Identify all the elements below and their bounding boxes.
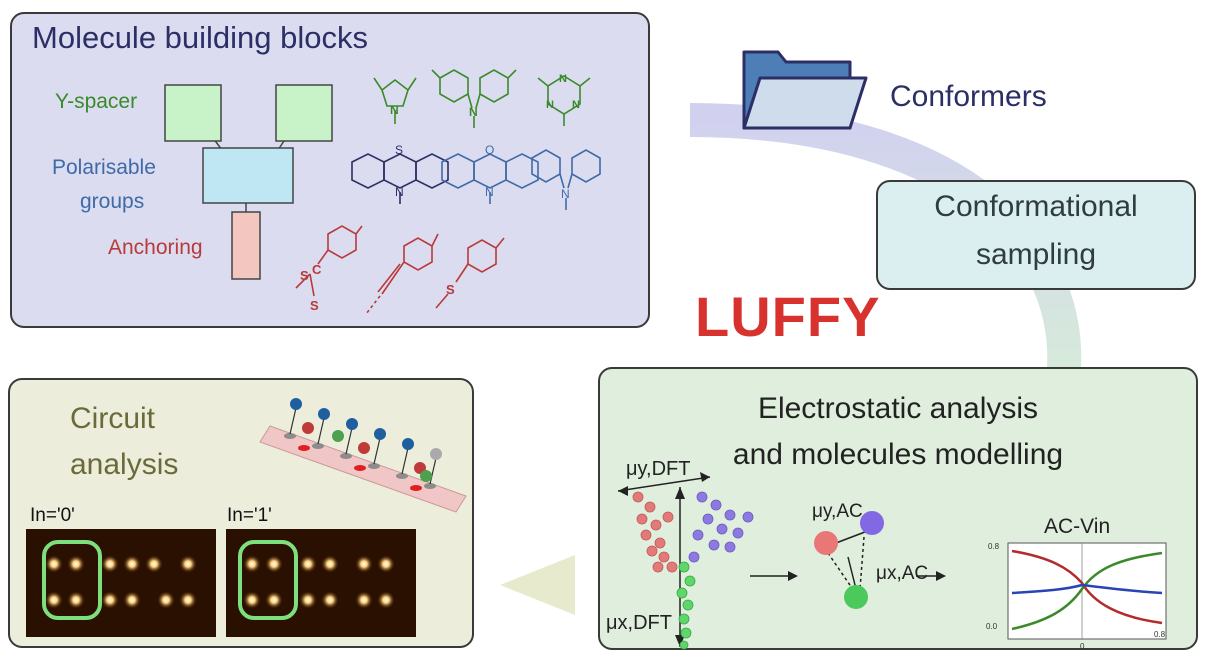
mu-y-ac-label: μy,AC (812, 501, 863, 522)
circuit-3d-sketch (259, 398, 467, 513)
carbazole-molecule-green (431, 69, 517, 128)
image-in-1 (226, 529, 416, 637)
atom-c-1: C (312, 262, 322, 277)
atom-n-5: N (572, 99, 580, 111)
mu-x-ac-label: μx,AC (876, 563, 928, 584)
circuit-title-2: analysis (70, 448, 179, 481)
luffy-title: LUFFY (695, 285, 881, 348)
green-curve (1011, 551, 1163, 631)
triazine-molecule (537, 75, 591, 126)
blue-curve (1011, 583, 1163, 595)
y-spacer-block-left (164, 84, 222, 142)
electrostatic-title-1: Electrostatic analysis (757, 392, 1039, 425)
y-spacer-label: Y-spacer (55, 90, 138, 113)
red-curve (1011, 549, 1163, 625)
conformational-label-2: sampling (975, 238, 1097, 271)
building-blocks-title: Molecule building blocks (32, 20, 369, 55)
arrow-right-icon (788, 571, 798, 581)
electrostatic-title-2: and molecules modelling (732, 438, 1064, 471)
atom-n-1: N (390, 103, 399, 117)
y-spacer-block-right (275, 84, 333, 142)
conformers-label: Conformers (890, 80, 1047, 113)
circuit-title-1: Circuit (70, 402, 156, 435)
electrostatic-drawing: μy,DFT μx,DFT μy,AC μx,AC AC-Vin 0.8 0.0… (606, 458, 1167, 650)
circuit-drawing (26, 398, 467, 637)
tick-y-08: 0.8 (988, 542, 1000, 551)
ac-blue-atom (860, 511, 884, 535)
polarisable-label-2: groups (80, 190, 145, 213)
building-blocks-drawing: N N N N N S N O N N (164, 69, 601, 315)
atom-o-1: O (485, 143, 494, 157)
atom-n-7: N (485, 185, 494, 199)
atom-s-2: S (300, 268, 309, 283)
atom-n-8: N (561, 187, 570, 201)
ac-model (814, 511, 884, 609)
image-in-0 (26, 529, 216, 637)
atom-n-2: N (469, 105, 478, 119)
conformational-sampling-box (876, 180, 1196, 290)
ac-green-atom (844, 585, 868, 609)
tick-x-08: 0.8 (1154, 630, 1166, 639)
thiol-anchor-molecule (435, 237, 505, 309)
conformational-label-1: Conformational (934, 190, 1138, 223)
anchoring-label: Anchoring (108, 236, 203, 259)
thioacetal-anchor-molecule (295, 225, 363, 297)
phenoxazine-molecule (441, 153, 539, 204)
atom-s-1: S (395, 143, 403, 157)
atom-n-4: N (546, 99, 554, 111)
arrow-head (500, 555, 575, 615)
atom-s-3: S (310, 298, 319, 313)
polarisable-block (202, 147, 294, 204)
atom-n-3: N (559, 73, 567, 85)
folder-icon (742, 50, 868, 130)
atom-s-4: S (446, 282, 455, 297)
alkyne-anchor-molecule (365, 233, 439, 315)
polarisable-label-1: Polarisable (52, 156, 156, 179)
ac-vin-title: AC-Vin (1044, 515, 1110, 538)
dft-molecule (617, 472, 754, 650)
tick-y-00: 0.0 (986, 622, 998, 631)
anchoring-block (231, 211, 261, 280)
carbazole-molecule-blue (531, 149, 601, 210)
phenothiazine-molecule (351, 153, 449, 204)
building-blocks-panel (10, 12, 650, 328)
highlight-box-0 (42, 540, 102, 620)
tick-x-0: 0 (1080, 642, 1085, 650)
atom-n-6: N (395, 185, 404, 199)
ac-red-atom (814, 531, 838, 555)
pyrrole-molecule (373, 77, 417, 124)
mu-x-dft-label: μx,DFT (606, 612, 672, 634)
input-1-label: In='1' (227, 505, 272, 526)
highlight-box-1 (238, 540, 298, 620)
input-0-label: In='0' (30, 505, 75, 526)
arrow-right-icon-2 (936, 571, 946, 581)
mu-y-dft-label: μy,DFT (626, 458, 690, 480)
